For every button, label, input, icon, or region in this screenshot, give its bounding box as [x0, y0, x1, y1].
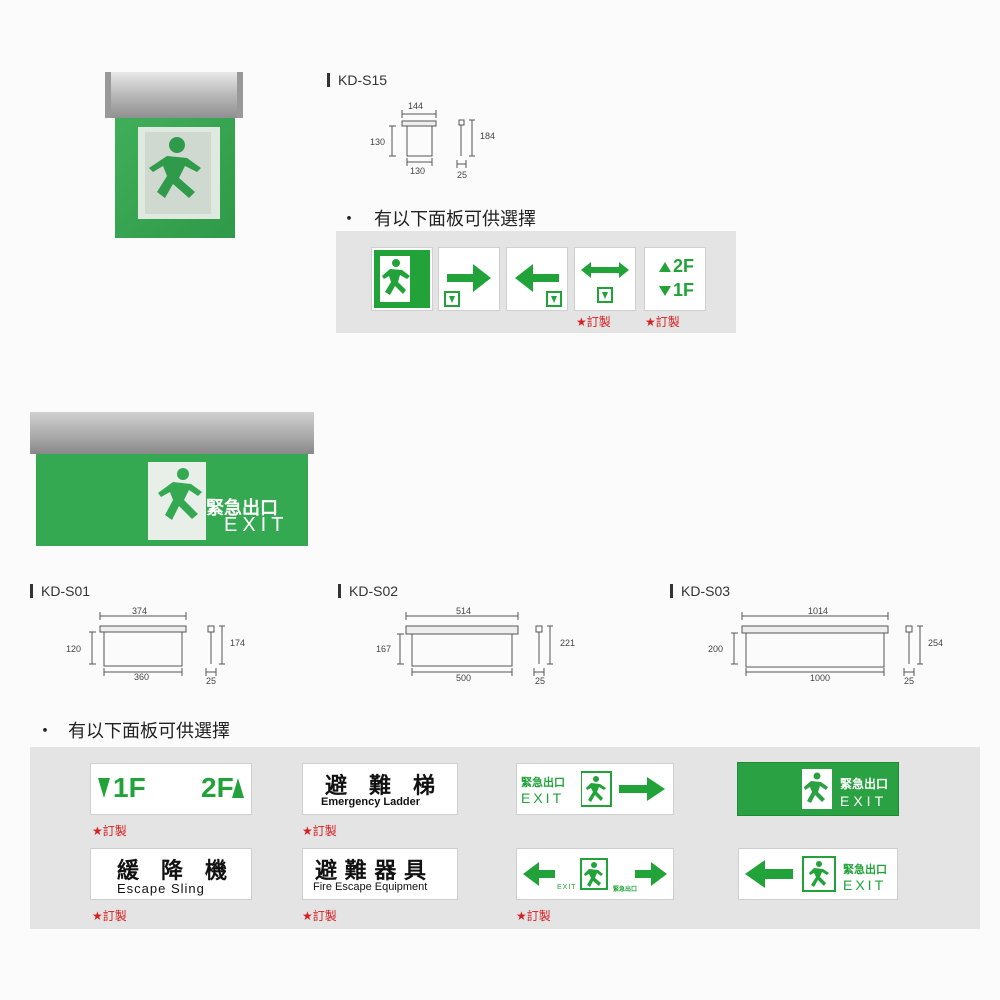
kd-s02-dim-left: 167 — [376, 644, 392, 654]
s15-panel-arrow-both — [574, 247, 636, 311]
s15-panel-arrow-right — [438, 247, 500, 311]
equip-cn: 避 難 器 具 — [315, 859, 426, 884]
s15-floor-up: 2F — [673, 256, 695, 276]
panel-escape-equipment: 避 難 器 具 Fire Escape Equipment — [302, 848, 458, 900]
kd-s02-model: KD-S02 — [338, 584, 398, 598]
kd-s02-dim-depth: 25 — [535, 676, 546, 686]
kd-s15-dim-top: 144 — [408, 101, 424, 111]
kd-s15-dim-bottom: 130 — [410, 166, 426, 176]
ladder-en: Emergency Ladder — [321, 796, 421, 808]
panel-floor-1f-2f: 1F 2F — [90, 763, 252, 815]
kd-s01-dim-left: 120 — [66, 644, 82, 654]
panel-emergency-ladder: 避 難 梯 Emergency Ladder — [302, 763, 458, 815]
sling-en: Escape Sling — [117, 881, 205, 896]
kd-s03-dim-bottom: 1000 — [810, 673, 831, 683]
kd-s15-dimension-drawing — [370, 100, 500, 180]
s15-order-note-1: ★訂製 — [576, 315, 611, 329]
s15-panel-runner — [371, 247, 433, 311]
panel-exit-runner-arrow: 緊急出口 EXIT — [516, 763, 674, 815]
equip-en: Fire Escape Equipment — [313, 881, 428, 893]
floor-1f: 1F — [113, 772, 146, 803]
kd-s01-dimension-drawing — [80, 606, 250, 686]
exit-en-1: EXIT — [521, 790, 565, 806]
kd-s01-dim-top: 374 — [132, 606, 148, 616]
kd-s03-dim-depth: 25 — [904, 676, 915, 686]
kd-s15-dim-side: 184 — [480, 131, 496, 141]
kd-s01-dim-side: 174 — [230, 638, 246, 648]
floor-2f: 2F — [201, 772, 234, 803]
panel-green-exit: 緊急出口 EXIT — [737, 762, 899, 816]
s15-panel-arrow-left — [506, 247, 568, 311]
kd-s15-photo — [105, 72, 243, 240]
kd-s01-dim-bottom: 360 — [134, 672, 150, 682]
panel-escape-sling: 緩 降 機 Escape Sling — [90, 848, 252, 900]
big-sign-cn: 緊急出口 — [206, 498, 278, 519]
kd-s03-dim-left: 200 — [708, 644, 724, 654]
exit-cn-1: 緊急出口 — [521, 776, 565, 789]
kd-s03-dimension-drawing — [722, 606, 942, 686]
kd-s01-model: KD-S01 — [30, 584, 90, 598]
kd-s03-dim-top: 1014 — [808, 606, 829, 616]
kd-s02-dimension-drawing — [390, 606, 570, 686]
panel-left-arrow-exit: 緊急出口 EXIT — [738, 848, 898, 900]
kd-s02-dim-top: 514 — [456, 606, 472, 616]
kd-s15-dim-left: 130 — [370, 137, 386, 147]
order-note-floor: ★訂製 — [92, 824, 127, 838]
order-note-sling: ★訂製 — [92, 909, 127, 923]
options-heading-2: ・有以下面板可供選擇 — [36, 721, 230, 742]
kd-s02-dim-bottom: 500 — [456, 673, 472, 683]
order-note-ladder: ★訂製 — [302, 824, 337, 838]
big-exit-sign-photo — [30, 412, 314, 546]
order-note-equipment: ★訂製 — [302, 909, 337, 923]
exit-cn-2: 緊急出口 — [840, 777, 889, 791]
kd-s03-model: KD-S03 — [670, 584, 730, 598]
small-exit-en: EXIT — [557, 884, 577, 891]
kd-s15-model: KD-S15 — [327, 73, 387, 87]
kd-s15-options-heading: ・有以下面板可供選擇 — [340, 209, 536, 230]
exit-en-3: EXIT — [843, 877, 887, 893]
kd-s01-dim-depth: 25 — [206, 676, 217, 686]
big-sign-en: EXIT — [224, 514, 289, 536]
ladder-cn: 避 難 梯 — [325, 774, 436, 799]
s15-order-note-2: ★訂製 — [645, 315, 680, 329]
order-note-double-arrow: ★訂製 — [516, 909, 551, 923]
sling-cn: 緩 降 機 — [117, 859, 228, 884]
exit-en-2: EXIT — [840, 793, 888, 809]
exit-cn-3: 緊急出口 — [843, 863, 887, 876]
small-exit-cn: 緊急出口 — [613, 886, 638, 893]
s15-panel-floor: 2F 1F — [644, 247, 706, 311]
kd-s03-dim-side: 254 — [928, 638, 944, 648]
panel-double-arrow-exit: EXIT 緊急出口 — [516, 848, 674, 900]
kd-s15-dim-depth: 25 — [457, 170, 468, 180]
kd-s02-dim-side: 221 — [560, 638, 576, 648]
s15-floor-down: 1F — [673, 280, 695, 300]
